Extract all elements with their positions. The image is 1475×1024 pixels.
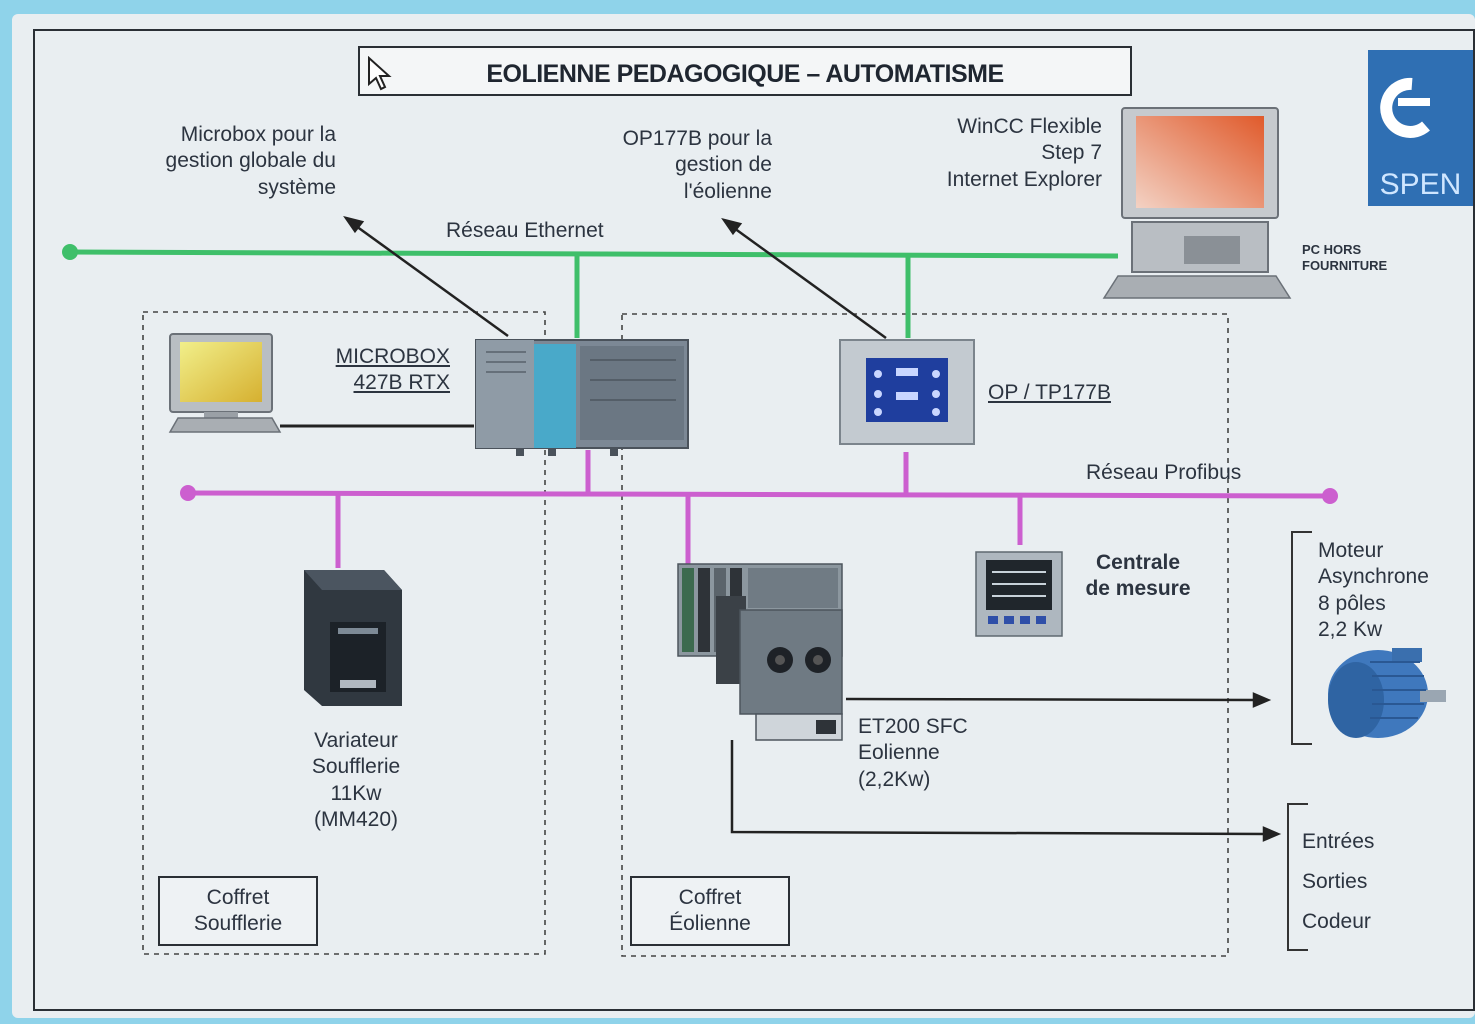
variateur-line3: 11Kw [330,781,382,805]
io-codeur: Codeur [1302,909,1371,933]
io-list: Entrées Sorties Codeur [1302,822,1374,942]
diagram-board: EOLIENNE PEDAGOGIQUE – AUTOMATISME Micro… [12,14,1475,1018]
spen-logo [1368,50,1473,206]
output-arrows [730,692,1282,842]
et200-line1: ET200 SFC [858,715,968,738]
software-line3: Internet Explorer [946,167,1102,191]
note-arrows [343,215,887,340]
variateur-line4: (MM420) [313,807,398,831]
software-line2: Step 7 [1041,141,1102,165]
outer-frame [33,29,1475,1011]
zone-soufflerie [142,311,546,955]
pc-hors-label: PC HORS FOURNITURE [1302,242,1387,275]
et200-line3: (2,2Kw) [858,767,931,791]
coffret-soufflerie-box: Coffret Soufflerie [158,876,318,946]
op-panel-icon [839,339,975,445]
power-meter-icon [975,551,1063,637]
ethernet-bus [62,244,1119,338]
title-box: EOLIENNE PEDAGOGIQUE – AUTOMATISME [358,46,1132,96]
centrale-label: Centrale de mesure [1078,550,1198,603]
microbox-note-line2: gestion globale du [165,149,336,173]
microbox-note-line1: Microbox pour la [180,123,336,146]
io-sorties: Sorties [1302,869,1368,893]
microbox-label: MICROBOX 427B RTX [312,344,450,397]
variateur-label: Variateur Soufflerie 11Kw (MM420) [296,728,416,833]
pc-hors-line1: PC HORS [1302,242,1362,257]
profibus-label: Réseau Profibus [1086,461,1242,484]
coffret-soufflerie-line2: Soufflerie [193,912,283,935]
centrale-line1: Centrale [1095,551,1181,574]
ethernet-label: Réseau Ethernet [446,219,604,242]
microbox-label-line1: MICROBOX [335,345,450,368]
coffret-eolienne-line2: Éolienne [669,912,751,935]
microbox-note: Microbox pour la gestion globale du syst… [124,122,336,201]
variateur-line1: Variateur [314,729,398,752]
moteur-line2: Asynchrone [1318,565,1429,589]
coffret-soufflerie-line1: Coffret [206,885,270,909]
moteur-line1: Moteur [1318,539,1384,562]
microbox-label-line2: 427B RTX [353,371,451,395]
op177-note-line3: l'éolienne [683,179,772,203]
op177-note: OP177B pour la gestion de l'éolienne [572,126,772,205]
et200-label: ET200 SFC Eolienne (2,2Kw) [858,714,968,793]
page-title: EOLIENNE PEDAGOGIQUE – AUTOMATISME [486,60,1004,88]
motor-icon [1328,648,1446,738]
variateur-line2: Soufflerie [311,755,401,779]
profibus-bus [180,450,1338,568]
et200-line2: Eolienne [858,741,940,765]
coffret-eolienne-line1: Coffret [678,885,742,909]
op177-note-line2: gestion de [675,153,772,177]
op177-note-line1: OP177B pour la [622,127,772,150]
moteur-line3: 8 pôles [1318,591,1386,615]
software-line1: WinCC Flexible [957,115,1102,138]
architecture-diagram [33,29,1475,1011]
op-label: OP / TP177B [988,381,1111,404]
laptop-icon [1102,107,1292,299]
variator-icon [304,570,402,706]
moteur-label: Moteur Asynchrone 8 pôles 2,2 Kw [1318,538,1429,643]
cursor-icon [368,56,392,91]
microbox-icon [475,339,689,456]
zone-eolienne [621,313,1229,957]
et200-icon [677,563,843,741]
moteur-line4: 2,2 Kw [1318,617,1383,641]
software-list: WinCC Flexible Step 7 Internet Explorer [902,114,1102,193]
logo-text: SPEN [1379,168,1462,201]
brackets [1287,531,1312,951]
coffret-eolienne-box: Coffret Éolienne [630,876,790,946]
io-entrees: Entrées [1302,830,1375,853]
pc-hors-line2: FOURNITURE [1302,258,1388,274]
pc-icon [168,333,282,433]
centrale-line2: de mesure [1085,577,1191,601]
microbox-note-line3: système [257,175,336,199]
